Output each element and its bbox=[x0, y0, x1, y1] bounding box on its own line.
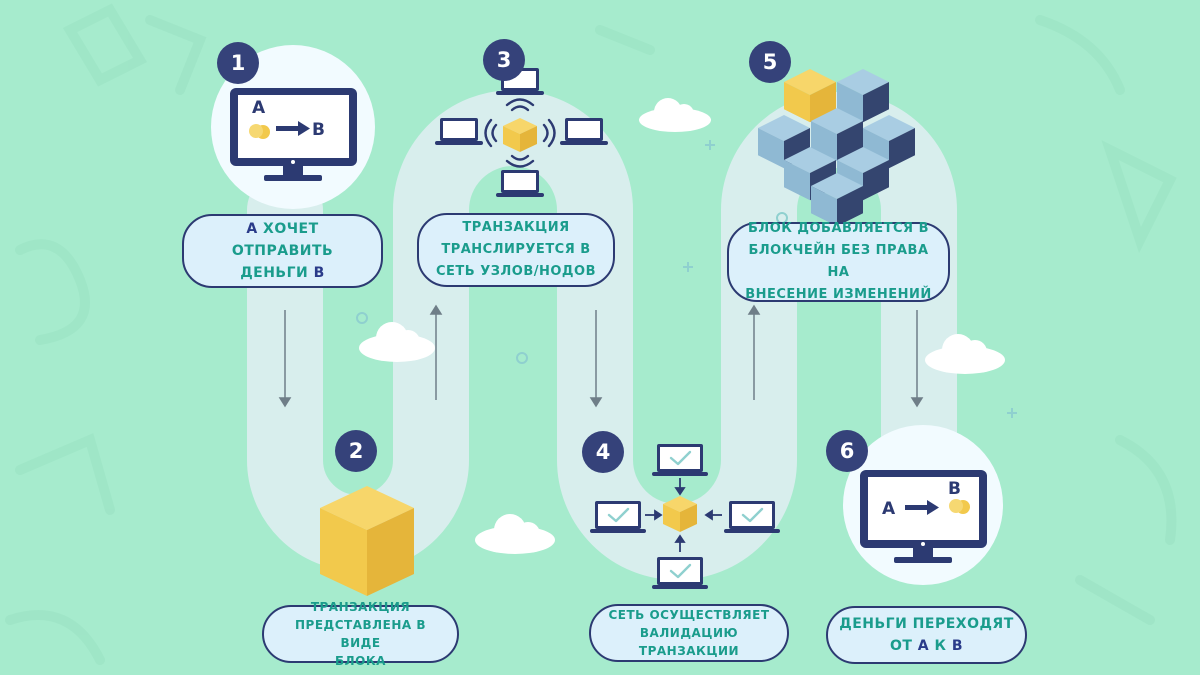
step-1-illustration: A B bbox=[211, 45, 375, 209]
step-6-label-to: В bbox=[951, 638, 964, 654]
background-watermark bbox=[5, 3, 1177, 665]
coin-icon bbox=[949, 499, 970, 514]
step-4-label-text: Сеть осуществляет валидацию транзакции bbox=[608, 608, 770, 658]
step-3-label-text: Транзакция транслируется в сеть узлов/но… bbox=[436, 220, 596, 279]
step-6-label-text-2: к bbox=[929, 638, 952, 654]
cloud-decoration bbox=[359, 98, 1005, 554]
step-2-label: Транзакция представлена в виде блока bbox=[262, 600, 459, 668]
step-1-label: А хочет отправить деньги В bbox=[182, 214, 383, 288]
arrows-to-center bbox=[645, 478, 722, 552]
monitor-6-from: A bbox=[882, 499, 896, 519]
step-5-label-text: Блок добавляется в блокчейн без права на… bbox=[745, 221, 932, 302]
step-6-badge: 6 bbox=[826, 430, 868, 472]
step-6-label: Деньги переходят от А к В bbox=[826, 606, 1027, 664]
wifi-icon bbox=[484, 98, 556, 168]
cube-icon bbox=[503, 118, 537, 152]
cube-stack-icon bbox=[758, 69, 915, 227]
step-1-label-to: В bbox=[313, 265, 325, 281]
arrow-right-icon bbox=[276, 121, 310, 136]
step-4-illustration bbox=[590, 444, 780, 589]
step-2-badge: 2 bbox=[335, 430, 377, 472]
step-2-label-text: Транзакция представлена в виде блока bbox=[295, 600, 426, 668]
step-3-badge: 3 bbox=[483, 39, 525, 81]
step-6-illustration: A B bbox=[843, 425, 1003, 585]
sparkle-decoration bbox=[356, 140, 1017, 418]
step-1-label-text: хочет отправить деньги bbox=[231, 221, 334, 281]
cube-icon bbox=[320, 486, 414, 596]
arrow-right-icon bbox=[905, 500, 939, 515]
coin-icon bbox=[249, 124, 270, 139]
step-3-label: Транзакция транслируется в сеть узлов/но… bbox=[417, 213, 615, 287]
monitor-6-to: B bbox=[948, 479, 961, 499]
monitor-1-from: A bbox=[252, 98, 266, 118]
step-4-label: Сеть осуществляет валидацию транзакции bbox=[589, 604, 789, 662]
checkmark-icon bbox=[607, 450, 764, 579]
step-6-label-from: А bbox=[917, 638, 930, 654]
step-5-badge: 5 bbox=[749, 41, 791, 83]
step-4-badge: 4 bbox=[582, 431, 624, 473]
step-1-badge: 1 bbox=[217, 42, 259, 84]
monitor-1-to: B bbox=[312, 120, 325, 140]
direction-arrows bbox=[278, 304, 924, 408]
cube-icon bbox=[663, 496, 697, 532]
step-6-label-text-1: Деньги переходят от bbox=[839, 616, 1014, 654]
step-5-label: Блок добавляется в блокчейн без права на… bbox=[727, 221, 950, 302]
step-1-label-from: А bbox=[246, 221, 258, 237]
